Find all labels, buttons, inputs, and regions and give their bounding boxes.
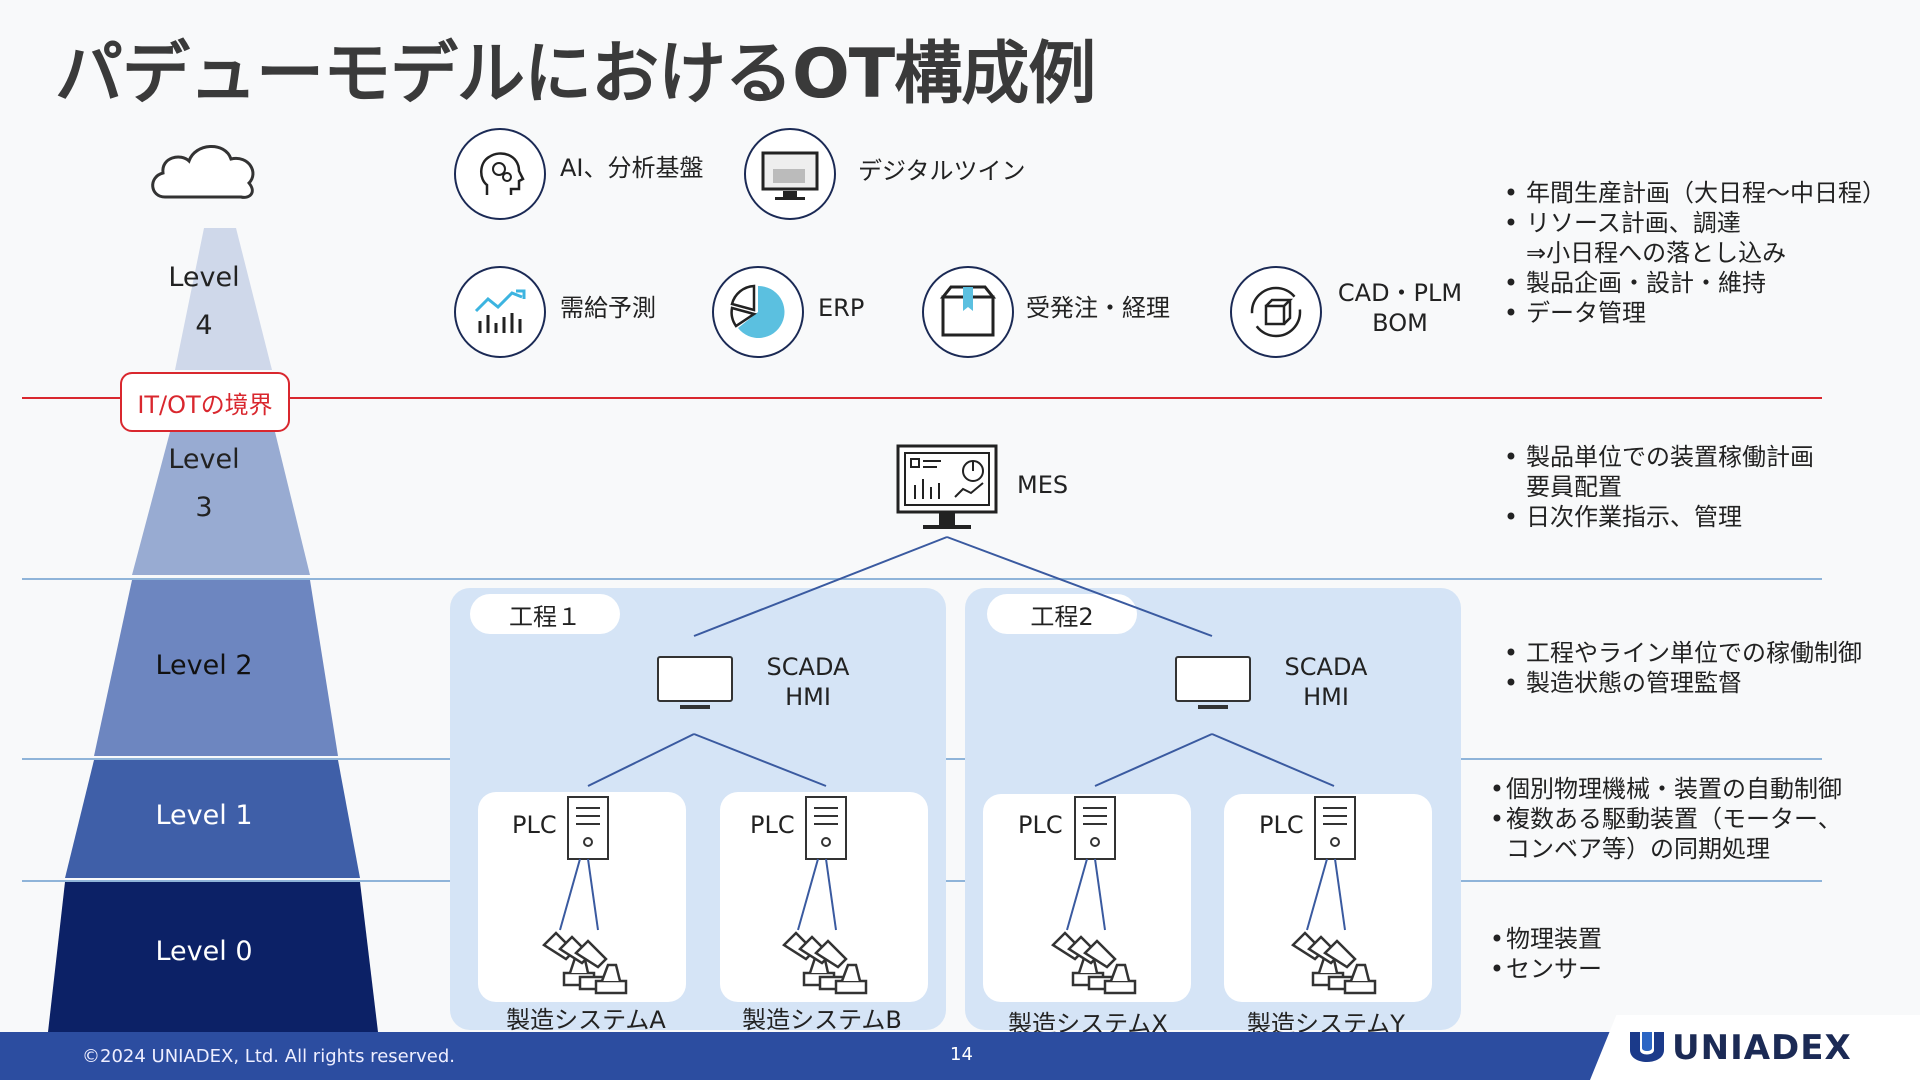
order-accounting-label: 受発注・経理 bbox=[1026, 294, 1170, 322]
it-ot-boundary-tag: IT/OTの境界 bbox=[120, 372, 290, 432]
level1-description: •個別物理機械・装置の自動制御 •複数ある駆動装置（モーター、 コンベア等）の同… bbox=[1489, 775, 1842, 863]
page-number: 14 bbox=[950, 1044, 973, 1065]
scada-monitor-icon-2 bbox=[1175, 656, 1251, 709]
level0-label: Level 0 bbox=[155, 936, 253, 967]
mes-label: MES bbox=[1017, 471, 1069, 499]
plc-label-a: PLC bbox=[512, 811, 557, 839]
plc-label-x: PLC bbox=[1018, 811, 1063, 839]
package-box-icon bbox=[922, 266, 1014, 358]
pyramid-level4 bbox=[175, 228, 272, 370]
level3-2-divider bbox=[22, 578, 1822, 580]
scada-monitor-icon-1 bbox=[657, 656, 733, 709]
robot-arm-icon-x bbox=[1051, 931, 1137, 995]
erp-pie-icon bbox=[712, 266, 804, 358]
level0-description: •物理装置 •センサー bbox=[1489, 925, 1602, 983]
level1-label: Level 1 bbox=[155, 800, 253, 831]
robot-arm-icon-a bbox=[542, 931, 628, 995]
plc-label-b: PLC bbox=[750, 811, 795, 839]
scada-hmi-label-1: SCADA HMI bbox=[766, 653, 850, 711]
level2-description: •工程やライン単位での稼働制御 •製造状態の管理監督 bbox=[1503, 639, 1862, 697]
system-b-label: 製造システムB bbox=[742, 1006, 902, 1034]
plc-label-y: PLC bbox=[1259, 811, 1304, 839]
demand-forecast-label: 需給予測 bbox=[560, 294, 656, 322]
copyright-text: ©2024 UNIADEX, Ltd. All rights reserved. bbox=[82, 1046, 455, 1067]
ai-head-icon bbox=[454, 128, 546, 220]
cad-cube-icon bbox=[1230, 266, 1322, 358]
cad-plm-bom-label: CAD・PLM BOM bbox=[1337, 279, 1463, 337]
level2-label: Level 2 bbox=[155, 650, 253, 681]
erp-label: ERP bbox=[818, 294, 865, 322]
process-1-tag: 工程１ bbox=[470, 594, 620, 634]
process-2-tag: 工程2 bbox=[987, 594, 1137, 634]
it-ot-boundary-line bbox=[22, 397, 1822, 399]
level4-label: Level 4 bbox=[168, 262, 240, 341]
digital-twin-label: デジタルツイン bbox=[858, 157, 1026, 185]
digital-twin-icon bbox=[744, 128, 836, 220]
pyramid-level3 bbox=[132, 432, 310, 575]
robot-arm-icon-b bbox=[782, 931, 868, 995]
uniadex-logo-text: UNIADEX bbox=[1672, 1028, 1852, 1068]
uniadex-logo-mark-icon bbox=[1630, 1032, 1664, 1062]
page-title: パデューモデルにおけるOT構成例 bbox=[55, 35, 1096, 114]
level3-label: Level 3 bbox=[168, 444, 240, 523]
purdue-pyramid bbox=[48, 228, 378, 1032]
ai-platform-label: AI、分析基盤 bbox=[560, 154, 704, 182]
demand-chart-icon bbox=[454, 266, 546, 358]
pyramid-level0 bbox=[48, 882, 378, 1032]
system-a-label: 製造システムA bbox=[506, 1006, 666, 1034]
pyramid-level1 bbox=[65, 760, 360, 878]
level3-description: •製品単位での装置稼働計画 要員配置 •日次作業指示、管理 bbox=[1503, 443, 1814, 531]
robot-arm-icon-y bbox=[1291, 931, 1377, 995]
pyramid-level2 bbox=[94, 580, 338, 756]
cloud-icon bbox=[151, 145, 255, 199]
scada-hmi-label-2: SCADA HMI bbox=[1284, 653, 1368, 711]
level4-description: •年間生産計画（大日程〜中日程） •リソース計画、調達 ⇒小日程への落とし込み … bbox=[1503, 179, 1886, 327]
mes-dashboard-icon bbox=[896, 444, 998, 529]
